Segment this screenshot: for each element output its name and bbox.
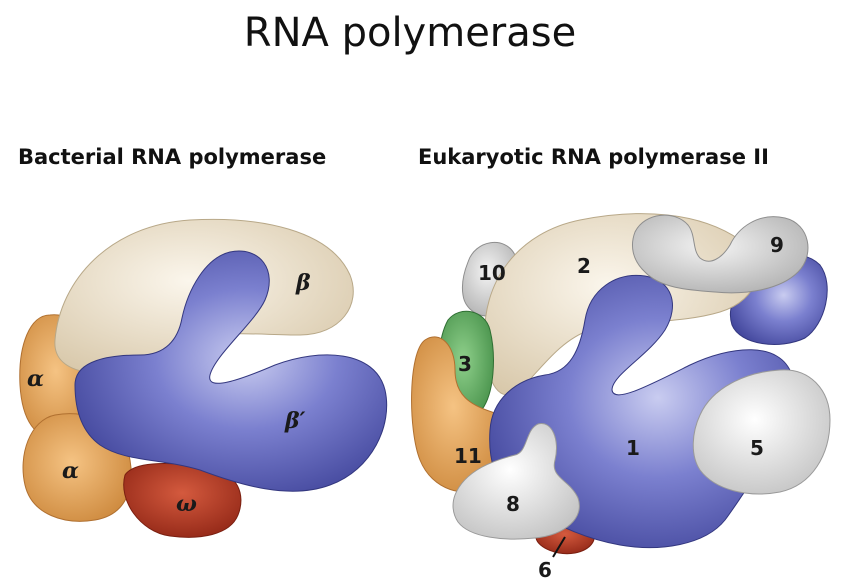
label-beta-prime: β′ — [284, 408, 306, 434]
page-title: RNA polymerase — [243, 10, 577, 56]
label-beta: β — [295, 270, 311, 296]
eukaryotic-polymerase: 1 2 3 5 6 8 9 10 11 — [411, 213, 831, 582]
label-subunit-3: 3 — [458, 352, 472, 376]
label-subunit-9: 9 — [770, 233, 784, 257]
beta-prime-subunit — [74, 250, 388, 492]
subunit-5 — [692, 369, 831, 495]
subunit-9 — [632, 214, 809, 294]
bacterial-heading: Bacterial RNA polymerase — [18, 145, 327, 169]
subunit-6-pointer — [552, 536, 566, 558]
label-subunit-10: 10 — [478, 261, 506, 285]
label-alpha-bottom: α — [62, 458, 79, 484]
label-subunit-2: 2 — [577, 254, 591, 278]
label-omega: ω — [176, 491, 197, 517]
label-alpha-top: α — [27, 366, 44, 392]
bacterial-polymerase: β β′ α α ω — [19, 218, 388, 538]
subunit-8 — [452, 423, 580, 540]
label-subunit-8: 8 — [506, 492, 520, 516]
label-subunit-5: 5 — [750, 436, 764, 460]
label-subunit-6: 6 — [538, 558, 552, 582]
label-subunit-11: 11 — [454, 444, 482, 468]
label-subunit-1: 1 — [626, 436, 640, 460]
eukaryotic-heading: Eukaryotic RNA polymerase II — [418, 145, 769, 169]
